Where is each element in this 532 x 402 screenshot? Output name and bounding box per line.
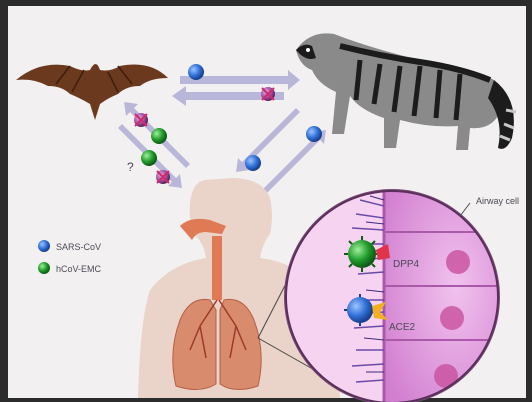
- sars-legend-icon: [38, 240, 50, 252]
- hcov-legend-label: hCoV-EMC: [56, 264, 102, 274]
- sars-legend-label: SARS-CoV: [56, 242, 101, 252]
- ace2-label: ACE2: [389, 322, 416, 333]
- question-mark: ?: [127, 160, 134, 174]
- hcov-legend-icon: [38, 262, 50, 274]
- sars-virus: [306, 126, 322, 142]
- airway-cell-label: Airway cell: [476, 196, 519, 206]
- dpp4-label: DPP4: [393, 259, 420, 270]
- hcov-virus: [141, 150, 157, 166]
- hcov-virus: [151, 128, 167, 144]
- sars-virus: [188, 64, 204, 80]
- sars-virus: [245, 155, 261, 171]
